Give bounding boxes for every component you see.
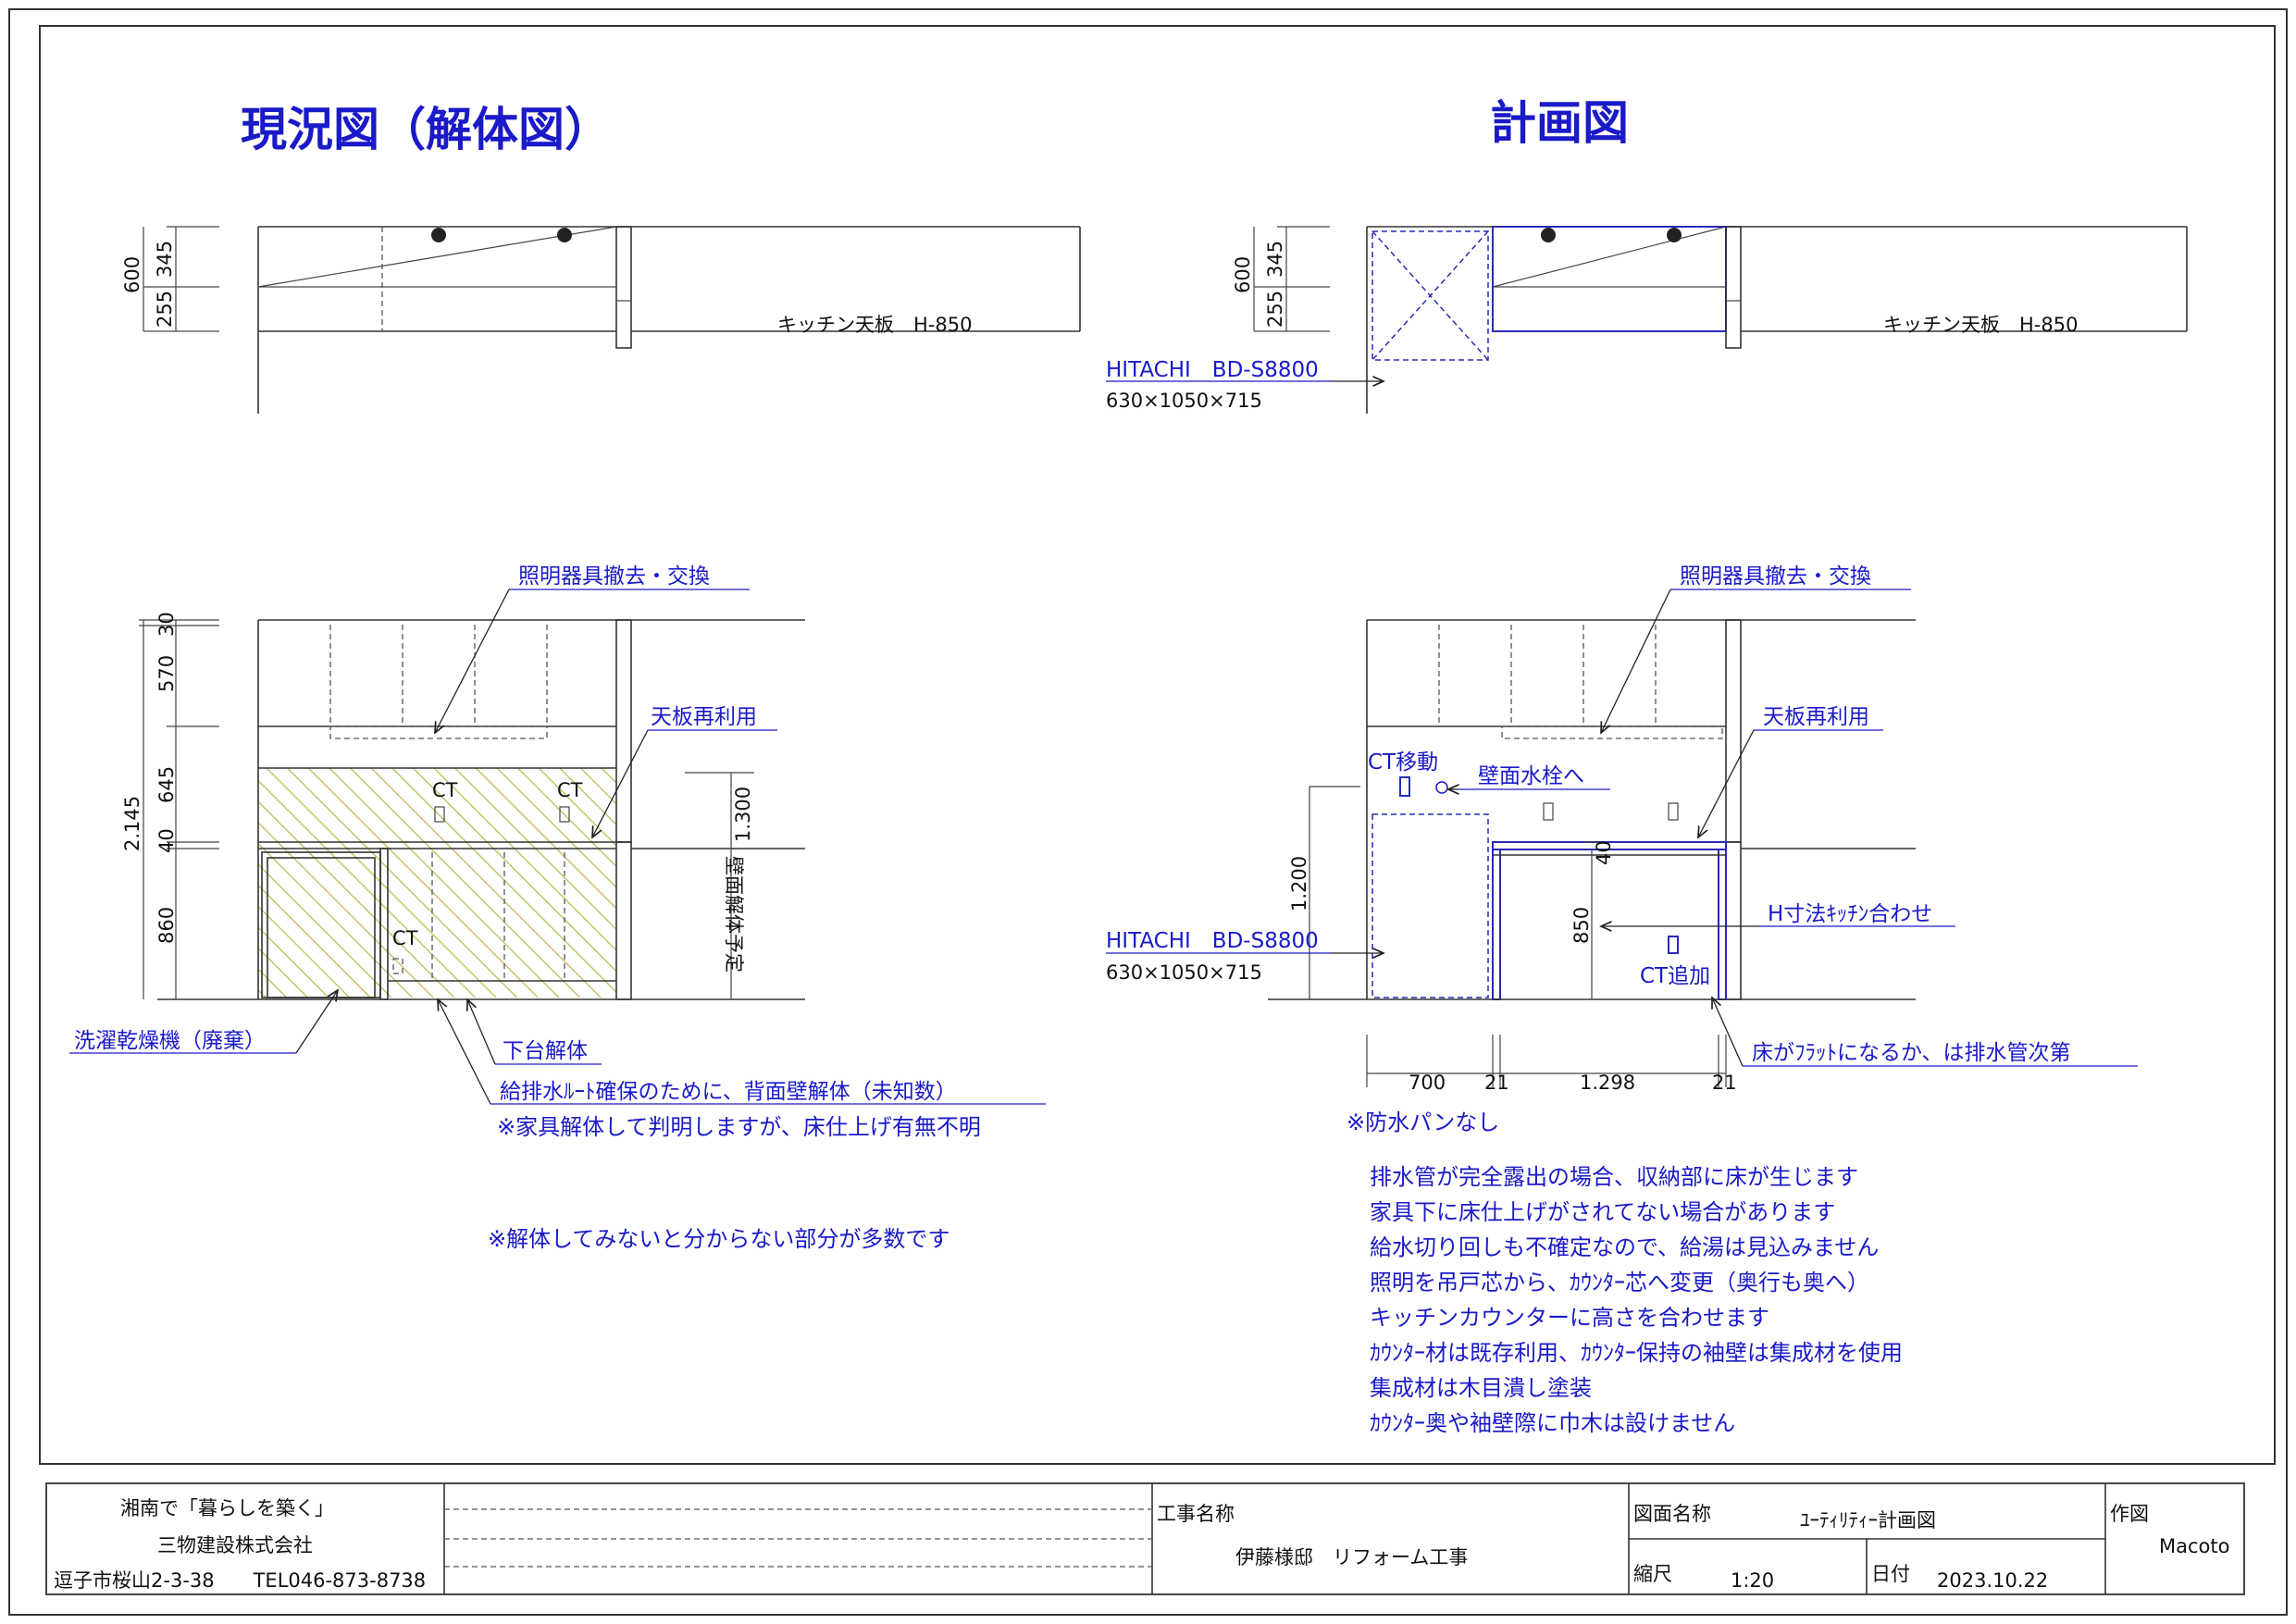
dim-2145: 2.145: [121, 796, 143, 851]
new-cabinet-top: [1492, 226, 1727, 332]
drawing-name: ﾕｰﾃｨﾘﾃｨｰ計画図: [1800, 1509, 1936, 1531]
ct-move-label: CT移動: [1368, 750, 1438, 775]
dim-345: 345: [154, 241, 176, 278]
title-block: 湘南で「暮らしを築く」 三物建設株式会社 逗子市桜山2-3-38 TEL046-…: [45, 1482, 2245, 1595]
company-address: 逗子市桜山2-3-38 TEL046-873-8738: [54, 1569, 426, 1592]
dim-30: 30: [155, 612, 178, 637]
dim-700: 700: [1409, 1072, 1446, 1094]
note-item: 照明を吊戸芯から、ｶｳﾝﾀｰ芯へ変更（奥行も奥へ）: [1370, 1270, 1869, 1295]
ct-add-label: CT追加: [1640, 964, 1710, 988]
drain-note: 給排水ﾙｰﾄ確保のために、背面壁解体（未知数）: [500, 1080, 957, 1104]
appliance-model: HITACHI BD-S8800: [1106, 358, 1319, 382]
light-fixture-icon: [1541, 228, 1556, 242]
company-name: 三物建設株式会社: [157, 1534, 313, 1556]
date-value: 2023.10.22: [1937, 1569, 2048, 1592]
top-existing-plan: 600 345 255 キッチン天板 H-850: [121, 226, 1081, 414]
washer-dryer-outline: [1371, 230, 1489, 361]
wall-faucet-icon: [1435, 781, 1448, 794]
note-item: 排水管が完全露出の場合、収納部に床が生じます: [1370, 1164, 1858, 1190]
dim-850: 850: [1570, 907, 1593, 944]
scale-label: 縮尺: [1633, 1563, 1672, 1585]
inner-frame: [39, 25, 2276, 1465]
dim-40: 40: [1593, 840, 1615, 865]
h-match-label: H寸法ｷｯﾁﾝ合わせ: [1768, 902, 1932, 926]
dryer-label: 洗濯乾燥機（廃棄）: [74, 1029, 266, 1053]
note-item: ｶｳﾝﾀｰ奥や袖壁際に巾木は設けません: [1370, 1410, 1735, 1436]
light-fixture-icon: [557, 228, 572, 242]
note-item: 家具下に床仕上げがされてない場合があります: [1370, 1199, 1835, 1225]
washer-dryer-outline: [1371, 813, 1489, 998]
countertop-label: 天板再利用: [1763, 705, 1869, 729]
no-pan-note: ※防水パンなし: [1347, 1110, 1499, 1135]
dim-1200: 1.200: [1288, 856, 1310, 911]
appliance-model: HITACHI BD-S8800: [1106, 929, 1319, 953]
note-item: 集成材は木目潰し塗装: [1370, 1375, 1592, 1401]
dim-600: 600: [1232, 256, 1254, 293]
dim-645: 645: [155, 766, 178, 803]
unknown-note: ※解体してみないと分からない部分が多数です: [488, 1226, 949, 1252]
faucet-label: 壁面水栓へ: [1478, 764, 1584, 788]
ct-label: CT: [557, 779, 583, 801]
dim-40: 40: [155, 828, 178, 853]
existing-elevation: CT CT CT 30 570 645 2.145 40 860 1.300 壁…: [121, 612, 805, 1000]
dim-1298: 1.298: [1580, 1072, 1635, 1094]
ct-label: CT: [392, 927, 418, 949]
new-counter-frame: [1492, 841, 1727, 850]
author-label: 作図: [2110, 1503, 2149, 1525]
dim-600: 600: [121, 256, 143, 293]
new-side-panel: [1718, 849, 1727, 1000]
dim-570: 570: [155, 655, 178, 692]
light-label: 照明器具撤去・交換: [518, 564, 710, 589]
note-item: ｶｳﾝﾀｰ材は既存利用、ｶｳﾝﾀｰ保持の袖壁は集成材を使用: [1370, 1340, 1903, 1366]
light-fixture-icon: [431, 228, 446, 242]
counter-label: キッチン天板 H-850: [1883, 314, 2078, 336]
countertop-label: 天板再利用: [651, 705, 757, 729]
appliance-size: 630×1050×715: [1106, 961, 1262, 984]
existing-title: 現況図（解体図）: [241, 103, 611, 156]
dim-345: 345: [1264, 241, 1286, 278]
dim-255: 255: [1264, 291, 1286, 328]
project-name: 伊藤様邸 リフォーム工事: [1235, 1546, 1468, 1568]
hatch-base-cabinet: [258, 845, 616, 998]
note-item: キッチンカウンターに高さを合わせます: [1370, 1305, 1769, 1331]
notes-list: 排水管が完全露出の場合、収納部に床が生じます 家具下に床仕上げがされてない場合が…: [1370, 1164, 1903, 1436]
light-label: 照明器具撤去・交換: [1680, 564, 1871, 589]
dim-1300: 1.300: [732, 787, 754, 842]
dim-860: 860: [155, 907, 178, 944]
note-item: 給水切り回しも不確定なので、給湯は見込みません: [1370, 1234, 1879, 1260]
ct-label: CT: [432, 779, 458, 801]
light-fixture-icon: [1667, 228, 1682, 242]
dim-255: 255: [154, 291, 176, 328]
new-side-panel: [1492, 849, 1501, 1000]
dim-21: 21: [1484, 1072, 1509, 1094]
drawing-label: 図面名称: [1633, 1503, 1711, 1525]
appliance-size: 630×1050×715: [1106, 390, 1262, 412]
floor-note: 床がﾌﾗｯﾄになるか、は排水管次第: [1752, 1041, 2071, 1065]
scale-value: 1:20: [1731, 1569, 1774, 1592]
date-label: 日付: [1871, 1563, 1910, 1585]
outer-frame: [8, 8, 2288, 1616]
top-plan-view: 600 345 255 キッチン天板 H-850 HITACHI BD-S880…: [1106, 226, 2188, 414]
plan-title: 計画図: [1490, 96, 1629, 150]
project-label: 工事名称: [1157, 1503, 1235, 1525]
author-name: Macoto: [2159, 1535, 2229, 1557]
counter-label: キッチン天板 H-850: [777, 314, 972, 336]
wall-demolish-label: 壁面解体予定: [723, 856, 745, 973]
plan-elevation: 1.200 40 850 700 21 1.298 21: [1268, 619, 1916, 1094]
company-slogan: 湘南で「暮らしを築く」: [120, 1497, 334, 1519]
furniture-note: ※家具解体して判明しますが、床仕上げ有無不明: [497, 1114, 981, 1140]
dim-21: 21: [1712, 1072, 1737, 1094]
base-demolish-label: 下台解体: [503, 1039, 588, 1063]
